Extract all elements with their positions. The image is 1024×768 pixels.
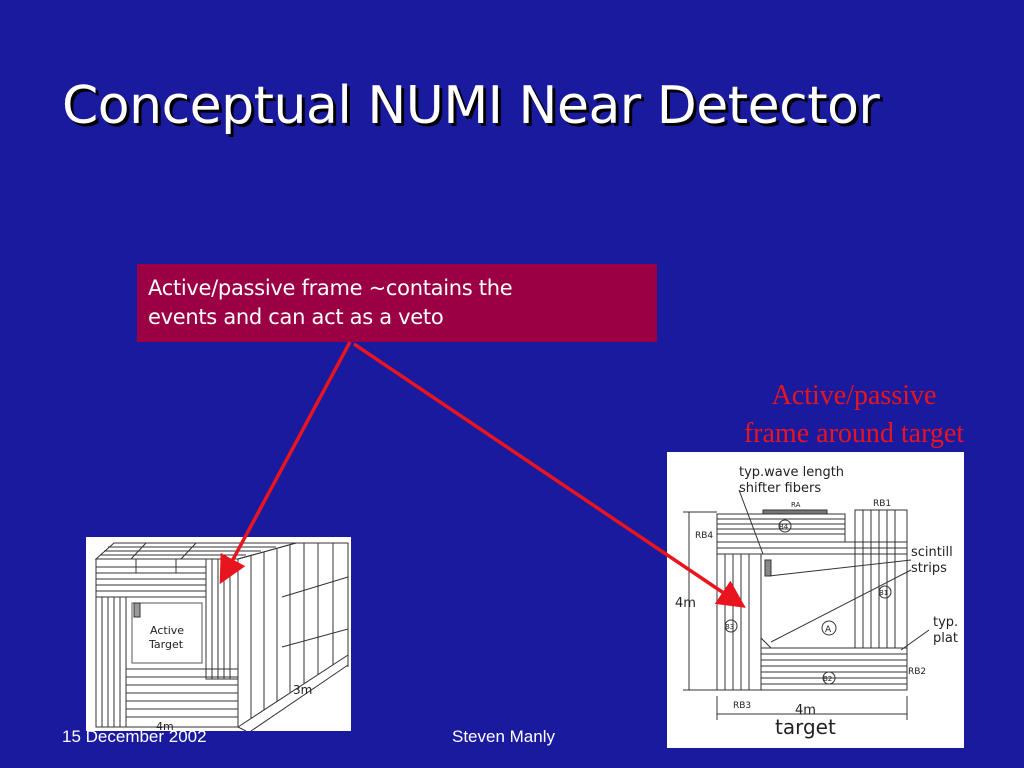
- left-detector-diagram: Active Target 3m 4m: [86, 537, 351, 731]
- b3-label: B3: [725, 623, 734, 631]
- footer-date: 15 December 2002: [62, 727, 207, 746]
- right-frame-bars: [854, 509, 908, 649]
- width-label: 4m: [156, 720, 174, 731]
- active-target-region: [131, 602, 203, 664]
- right-label-line-2: frame around target: [743, 418, 965, 449]
- right-frame-drawing: typ.wave length shifter fibers RA RB1 RB…: [675, 465, 958, 739]
- b1-marker: [878, 585, 892, 599]
- right-frame-diagram: typ.wave length shifter fibers RA RB1 RB…: [667, 452, 964, 748]
- side-face: [237, 542, 349, 728]
- left-detector-drawing: Active Target 3m 4m: [94, 542, 349, 731]
- target-caption: target: [775, 715, 836, 739]
- active-label-line-1: Active: [150, 624, 184, 637]
- plate-label-line-2: plat: [933, 631, 958, 646]
- callout-line-1: Active/passive frame ~contains the: [148, 276, 513, 300]
- b2-marker: [822, 671, 836, 685]
- target-region: [760, 553, 856, 649]
- width-dimension: [716, 696, 908, 720]
- scint-label-line-1: scintill: [911, 545, 953, 560]
- fiber-note-line-1: typ.wave length: [739, 465, 844, 480]
- width-label: 4m: [795, 703, 816, 718]
- target-bar: [133, 602, 141, 618]
- b4-label: B4: [779, 523, 789, 531]
- b3-marker: [724, 619, 738, 633]
- ra-label: RA: [791, 501, 801, 509]
- depth-label: 3m: [293, 683, 312, 697]
- top-stripes: [100, 542, 276, 560]
- height-label: 4m: [675, 596, 696, 611]
- front-right-frame: [205, 558, 239, 680]
- scint-label-line-2: strips: [911, 561, 947, 576]
- front-left-frame: [101, 597, 127, 727]
- bottom-frame-bars: [760, 647, 908, 691]
- rb4-label: RB4: [695, 531, 713, 541]
- callout-box: Active/passive frame ~contains the event…: [137, 264, 657, 342]
- slide-title: Conceptual NUMI Near Detector: [62, 76, 880, 136]
- front-top-frame: [96, 559, 206, 598]
- front-bottom-frame: [126, 668, 238, 718]
- b4-marker: [778, 519, 792, 533]
- callout-line-2: events and can act as a veto: [148, 305, 444, 329]
- a-label: A: [825, 625, 832, 635]
- depth-dimension: [237, 655, 349, 731]
- right-label: Active/passive frame around target: [712, 377, 996, 453]
- fiber-note-line-2: shifter fibers: [739, 481, 821, 496]
- leader-lines: [738, 489, 930, 651]
- plate-label-line-1: typ.: [933, 615, 958, 630]
- b1-label: B1: [879, 589, 888, 597]
- rb1-label: RB1: [873, 499, 891, 509]
- left-frame-bars: [716, 553, 772, 691]
- footer-author: Steven Manly: [452, 727, 555, 746]
- b2-label: B2: [823, 675, 832, 683]
- rb2-label: RB2: [908, 667, 926, 677]
- rb3-label: RB3: [733, 701, 751, 711]
- active-label-line-2: Target: [148, 638, 184, 651]
- right-label-line-1: Active/passive: [771, 380, 937, 411]
- a-marker: [821, 620, 837, 636]
